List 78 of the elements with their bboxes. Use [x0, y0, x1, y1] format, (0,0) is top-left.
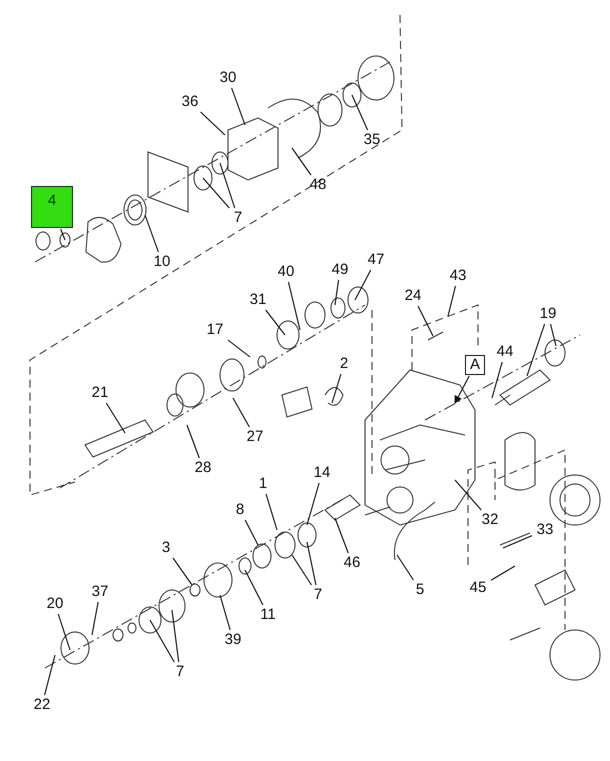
- leader-line: [396, 554, 414, 580]
- leader-line: [60, 228, 66, 240]
- callout-number: 22: [30, 696, 54, 714]
- leader-line: [491, 362, 503, 398]
- callout-number: 40: [274, 263, 298, 281]
- callout-number: 11: [256, 606, 280, 624]
- callout-number: 17: [203, 321, 227, 339]
- leader-line: [266, 494, 278, 530]
- callout-number: 33: [533, 521, 557, 539]
- callout-number: 24: [401, 287, 425, 305]
- callout-number: 14: [310, 464, 334, 482]
- leader-line: [244, 570, 264, 606]
- callout-number: 30: [216, 69, 240, 87]
- leader-line: [526, 324, 546, 376]
- callout-number: 47: [364, 251, 388, 269]
- callout-number: 35: [360, 131, 384, 149]
- callout-number: 7: [306, 586, 330, 604]
- leader-line: [91, 602, 99, 636]
- callout-number: 20: [43, 595, 67, 613]
- callout-number: 10: [150, 253, 174, 271]
- leader-line: [550, 324, 557, 346]
- leader-line: [171, 610, 180, 662]
- leader-line: [334, 518, 349, 554]
- leader-line: [219, 162, 236, 208]
- leader-line: [292, 554, 312, 586]
- leader-line: [265, 310, 286, 336]
- leader-line: [172, 558, 192, 586]
- callout-number: 4: [31, 186, 73, 228]
- leader-line: [490, 566, 516, 581]
- callout-number: 19: [536, 305, 560, 323]
- leader-line: [186, 424, 200, 458]
- leader-line: [106, 402, 126, 434]
- leader-line: [228, 340, 250, 358]
- callout-number: 49: [328, 261, 352, 279]
- leader-line: [334, 280, 340, 306]
- leader-line: [200, 112, 226, 136]
- callout-number: 7: [168, 663, 192, 681]
- callout-number: 43: [446, 267, 470, 285]
- callout-number: 1: [251, 475, 275, 493]
- leader-line: [454, 480, 482, 510]
- callout-number: 28: [191, 459, 215, 477]
- callout-number: 2: [332, 355, 356, 373]
- arrow: [454, 376, 470, 404]
- callout-number: 45: [466, 579, 490, 597]
- callout-number: 36: [178, 93, 202, 111]
- leader-line: [447, 286, 456, 316]
- leader-line: [44, 654, 56, 696]
- callout-letter: A: [465, 355, 485, 375]
- callout-number: 31: [246, 291, 270, 309]
- callout-number: 7: [226, 209, 250, 227]
- leader-line: [418, 306, 434, 336]
- callout-number: 37: [88, 583, 112, 601]
- leader-line: [58, 614, 71, 650]
- callout-number: 44: [493, 343, 517, 361]
- leader-line: [231, 88, 246, 126]
- leader-line: [331, 374, 342, 404]
- leader-line: [232, 398, 250, 428]
- leader-line: [352, 94, 368, 130]
- callout-number: 39: [221, 631, 245, 649]
- leader-line: [144, 214, 159, 252]
- callout-number: 32: [478, 511, 502, 529]
- leader-line: [306, 482, 320, 526]
- leader-line: [306, 542, 316, 586]
- leader-line: [244, 520, 258, 546]
- leader-line: [292, 148, 312, 176]
- callout-number: 3: [154, 539, 178, 557]
- callout-number: 21: [88, 384, 112, 402]
- leader-line: [288, 282, 301, 330]
- callout-number: 5: [408, 581, 432, 599]
- leader-line: [150, 620, 175, 662]
- callout-number: 27: [243, 428, 267, 446]
- callout-number: 46: [340, 554, 364, 572]
- callout-number: 8: [228, 501, 252, 519]
- leader-line: [354, 270, 372, 300]
- leader-line: [219, 594, 231, 630]
- leader-line: [502, 535, 532, 548]
- callout-number: 48: [306, 176, 330, 194]
- leader-line: [202, 178, 230, 208]
